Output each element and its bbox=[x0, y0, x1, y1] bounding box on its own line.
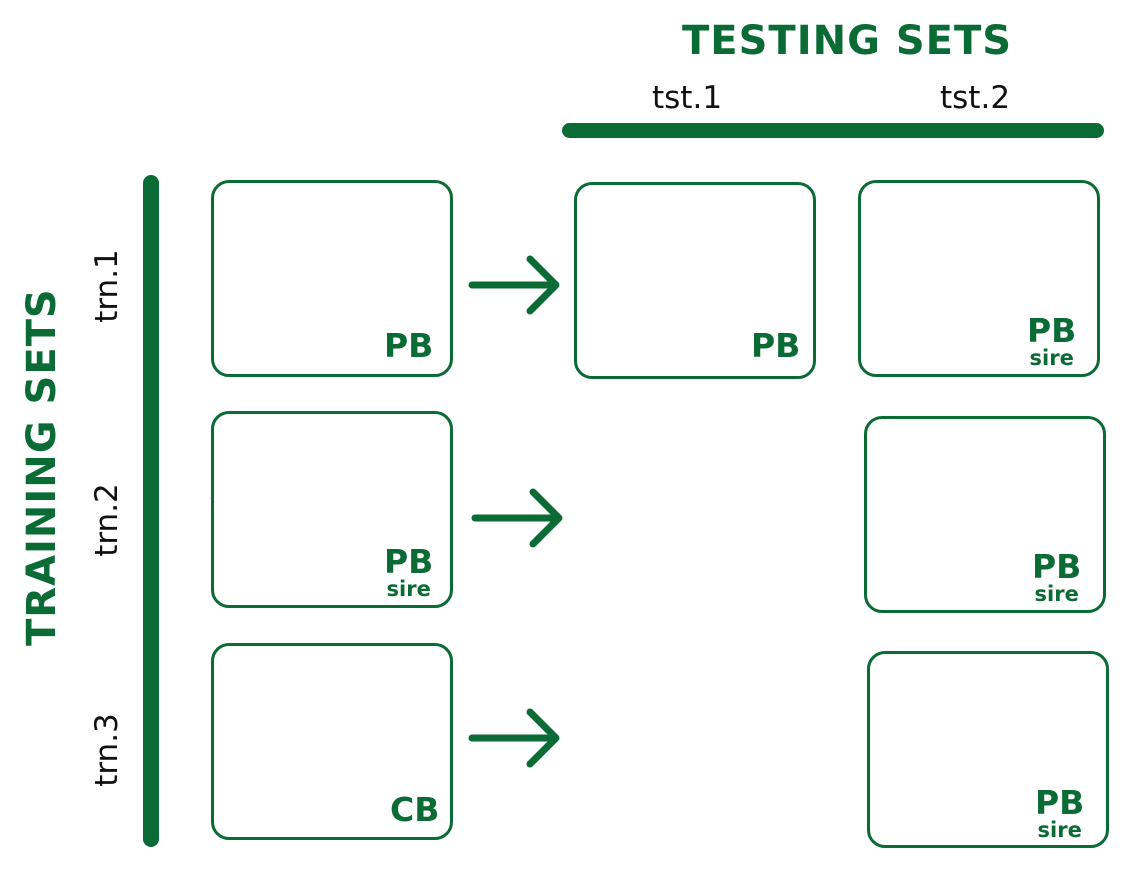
genotype-label: CB bbox=[390, 790, 440, 829]
right-arrow-icon bbox=[472, 712, 556, 764]
training-sets-bar bbox=[143, 175, 159, 847]
training-sets-title: TRAINING SETS bbox=[19, 288, 65, 646]
genotype-label: PB bbox=[1032, 547, 1082, 586]
genotype-sublabel: sire bbox=[1029, 346, 1074, 370]
row-label-trn1: trn.1 bbox=[89, 249, 125, 323]
genotype-label: PB bbox=[1035, 783, 1085, 822]
right-arrow-icon bbox=[475, 492, 559, 544]
card-label: CB bbox=[390, 793, 439, 826]
testing-sets-title: TESTING SETS bbox=[682, 18, 1013, 64]
genotype-sublabel: sire bbox=[1037, 818, 1082, 842]
card-label: PB sire bbox=[1035, 786, 1084, 841]
genotype-sublabel: sire bbox=[1034, 582, 1079, 606]
card-trn1-training: PB bbox=[211, 180, 453, 377]
genotype-label: PB bbox=[1027, 311, 1077, 350]
column-label-tst1: tst.1 bbox=[652, 80, 723, 116]
card-label: PB bbox=[384, 329, 433, 362]
card-label: PB sire bbox=[384, 545, 433, 600]
card-label: PB bbox=[751, 329, 800, 362]
right-arrow-icon bbox=[472, 259, 556, 311]
card-label: PB sire bbox=[1032, 550, 1081, 605]
genotype-label: PB bbox=[384, 326, 434, 365]
card-trn2-tst2: PB sire bbox=[864, 416, 1106, 613]
card-trn1-tst2: PB sire bbox=[858, 180, 1100, 377]
card-trn2-training: PB sire bbox=[211, 411, 453, 608]
testing-sets-bar bbox=[562, 123, 1104, 138]
column-label-tst2: tst.2 bbox=[940, 80, 1011, 116]
card-trn3-training: CB bbox=[211, 643, 453, 840]
card-trn3-tst2: PB sire bbox=[867, 651, 1109, 848]
card-label: PB sire bbox=[1027, 314, 1076, 369]
card-trn1-tst1: PB bbox=[574, 182, 816, 379]
genotype-label: PB bbox=[751, 326, 801, 365]
genotype-sublabel: sire bbox=[386, 577, 431, 601]
row-label-trn2: trn.2 bbox=[89, 483, 125, 557]
genotype-label: PB bbox=[384, 542, 434, 581]
row-label-trn3: trn.3 bbox=[89, 713, 125, 787]
